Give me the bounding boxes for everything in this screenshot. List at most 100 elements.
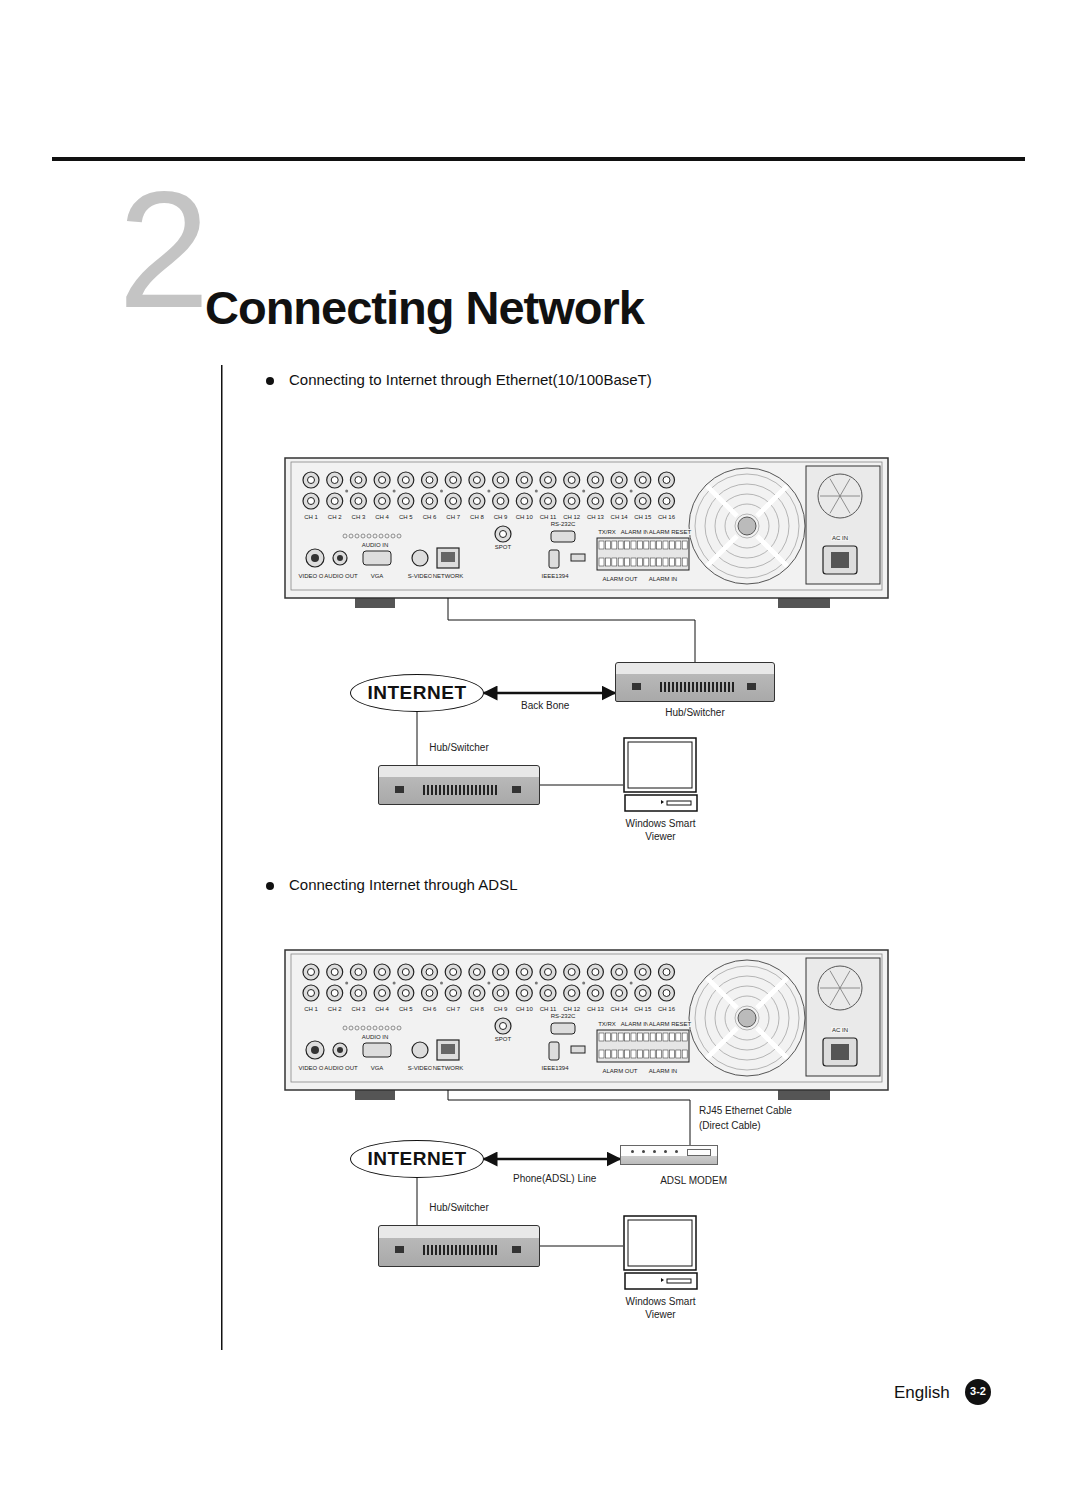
screw <box>535 982 538 985</box>
footer-language: English <box>894 1383 950 1403</box>
bnc-connector <box>516 493 532 509</box>
panel-label: CH 7 <box>445 514 461 520</box>
port-row <box>660 682 736 692</box>
panel-label: CH 2 <box>327 514 343 520</box>
section-number: 2 <box>118 168 210 333</box>
panel-label: ALARM IN <box>620 529 650 535</box>
bnc-pin <box>616 498 623 505</box>
audio-in-jack <box>379 534 383 538</box>
panel-label: CH 10 <box>515 1006 534 1012</box>
terminal <box>682 1050 687 1058</box>
fan-grille <box>689 468 805 584</box>
bnc-connector <box>516 964 532 980</box>
audio-in-jack <box>355 1026 359 1030</box>
bnc-pin <box>473 990 480 997</box>
bnc-pin <box>402 969 409 976</box>
panel-label: ALARM OUT <box>601 576 638 582</box>
panel-label: ALARM IN <box>620 1021 650 1027</box>
panel-label: AUDIO IN <box>361 1034 390 1040</box>
bnc-pin <box>450 969 457 976</box>
psu-fan-blade <box>840 496 850 513</box>
bnc-connector <box>659 493 675 509</box>
bnc-connector <box>398 493 414 509</box>
screen <box>628 742 692 788</box>
terminal <box>618 1033 623 1041</box>
bnc-pin <box>592 498 599 505</box>
device-label: Hub/Switcher <box>429 1202 488 1213</box>
fan-ring <box>705 484 789 568</box>
terminal <box>676 1033 681 1041</box>
bnc-connector <box>350 985 366 1001</box>
panel-label: CH 4 <box>374 1006 390 1012</box>
bnc-pin <box>663 498 670 505</box>
panel-label: ALARM RESET <box>648 1021 692 1027</box>
bnc-pin <box>639 969 646 976</box>
screen <box>628 1220 692 1266</box>
bnc-connector <box>303 964 319 980</box>
terminal <box>625 558 630 566</box>
bnc-connector <box>445 493 461 509</box>
panel-label: CH 2 <box>327 1006 343 1012</box>
psu-fan-blade <box>840 988 850 1005</box>
audio-in-jack <box>385 534 389 538</box>
bnc-connector <box>540 493 556 509</box>
terminal <box>599 1033 604 1041</box>
panel-label: S-VIDEO <box>407 573 434 579</box>
bnc-pin <box>331 498 338 505</box>
terminal <box>637 558 642 566</box>
panel-label: CH 15 <box>633 514 652 520</box>
bnc-connector <box>635 985 651 1001</box>
pc-drawing <box>623 1215 698 1290</box>
bnc-pin <box>616 969 623 976</box>
terminal <box>657 558 662 566</box>
arrow-connector <box>484 692 615 695</box>
panel-body <box>285 950 888 1090</box>
panel-label: CH 1 <box>303 1006 319 1012</box>
port-core <box>311 554 319 562</box>
bnc-connector <box>374 985 390 1001</box>
bnc-connector <box>469 985 485 1001</box>
bullet-heading: Connecting Internet through ADSL <box>289 876 518 893</box>
bnc-pin <box>426 498 433 505</box>
terminal-block <box>597 1030 689 1062</box>
bnc-pin <box>497 498 504 505</box>
terminal <box>612 1050 617 1058</box>
panel-label: SPOT <box>494 1036 512 1042</box>
status-led <box>632 683 641 690</box>
network-socket <box>441 552 455 562</box>
bnc-pin <box>545 969 552 976</box>
vga-port <box>363 551 391 565</box>
bnc-connector <box>587 472 603 488</box>
audio-in-jack <box>343 1026 347 1030</box>
port-core <box>311 1046 319 1054</box>
hub-switcher: Hub/Switcher <box>615 662 775 702</box>
spot-bnc <box>495 1018 511 1034</box>
bnc-connector <box>469 472 485 488</box>
bnc-connector <box>635 964 651 980</box>
rs232-port <box>551 1023 575 1034</box>
bnc-pin <box>568 969 575 976</box>
audio-in-jack <box>391 1026 395 1030</box>
page-badge <box>965 1379 991 1405</box>
psu-fan-blade <box>840 479 850 496</box>
audio-in-jack <box>391 534 395 538</box>
terminal-block <box>597 538 689 570</box>
terminal <box>682 541 687 549</box>
terminal <box>676 558 681 566</box>
bnc-connector <box>611 472 627 488</box>
terminal <box>669 1033 674 1041</box>
panel-label: CH 5 <box>398 1006 414 1012</box>
bnc-pin <box>426 969 433 976</box>
audio-in-jack <box>373 1026 377 1030</box>
pc-monitor: Windows Smart Viewer <box>623 1215 698 1290</box>
video-out-port <box>306 1041 324 1059</box>
panel-label: CH 4 <box>374 514 390 520</box>
terminal <box>618 558 623 566</box>
bnc-connector <box>350 493 366 509</box>
bnc-pin <box>500 531 507 538</box>
bnc-pin <box>402 498 409 505</box>
terminal <box>657 1033 662 1041</box>
bnc-pin <box>402 990 409 997</box>
bnc-pin <box>450 498 457 505</box>
network-port <box>437 1040 459 1060</box>
